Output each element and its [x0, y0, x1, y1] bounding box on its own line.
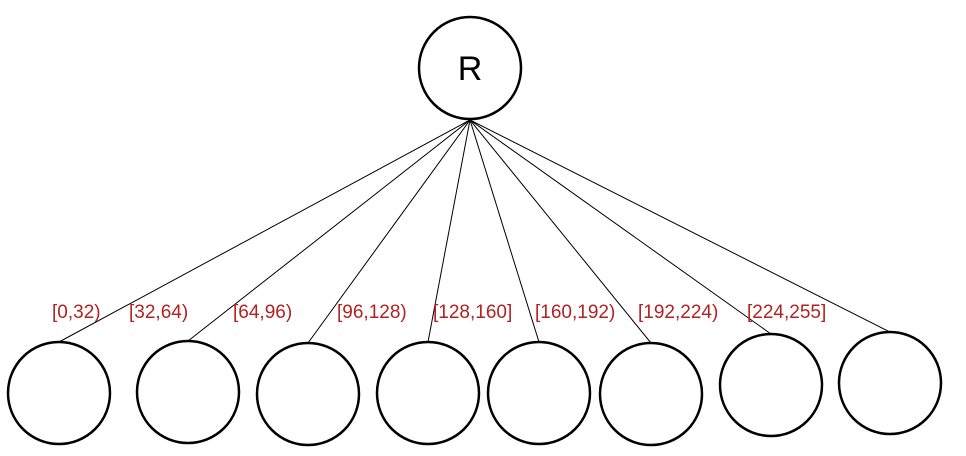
edge-4: [427, 119, 471, 343]
edge-3: [307, 119, 471, 344]
child-node-7: [718, 332, 824, 438]
edge-8: [469, 119, 891, 333]
edge-5: [469, 119, 540, 343]
edge-label-2: [32,64): [129, 302, 188, 323]
child-node-8: [837, 330, 943, 436]
edges-group: [58, 119, 891, 344]
child-node-5: [486, 340, 592, 446]
edge-label-8: [224,255]: [747, 302, 826, 323]
child-node-4: [375, 340, 481, 446]
child-node-3: [255, 341, 361, 447]
edge-label-7: [192,224): [638, 302, 718, 323]
child-node-6: [598, 341, 704, 447]
edge-2: [187, 119, 471, 342]
edge-label-3: [64,96): [233, 302, 292, 323]
edge-1: [58, 119, 471, 343]
child-node-2: [135, 339, 241, 445]
edge-label-5: [128,160]: [433, 302, 512, 323]
edge-label-4: [96,128): [337, 302, 407, 323]
edge-label-6: [160,192): [535, 302, 615, 323]
edge-labels-group: [0,32) [32,64) [64,96) [96,128) [128,160] [16…: [52, 302, 826, 323]
child-node-1: [6, 340, 112, 446]
root-node: [417, 15, 523, 121]
root-label: R: [458, 50, 483, 88]
edge-label-1: [0,32): [52, 302, 101, 323]
edge-7: [469, 119, 772, 335]
edge-6: [469, 119, 652, 344]
child-nodes-group: [6, 330, 943, 447]
